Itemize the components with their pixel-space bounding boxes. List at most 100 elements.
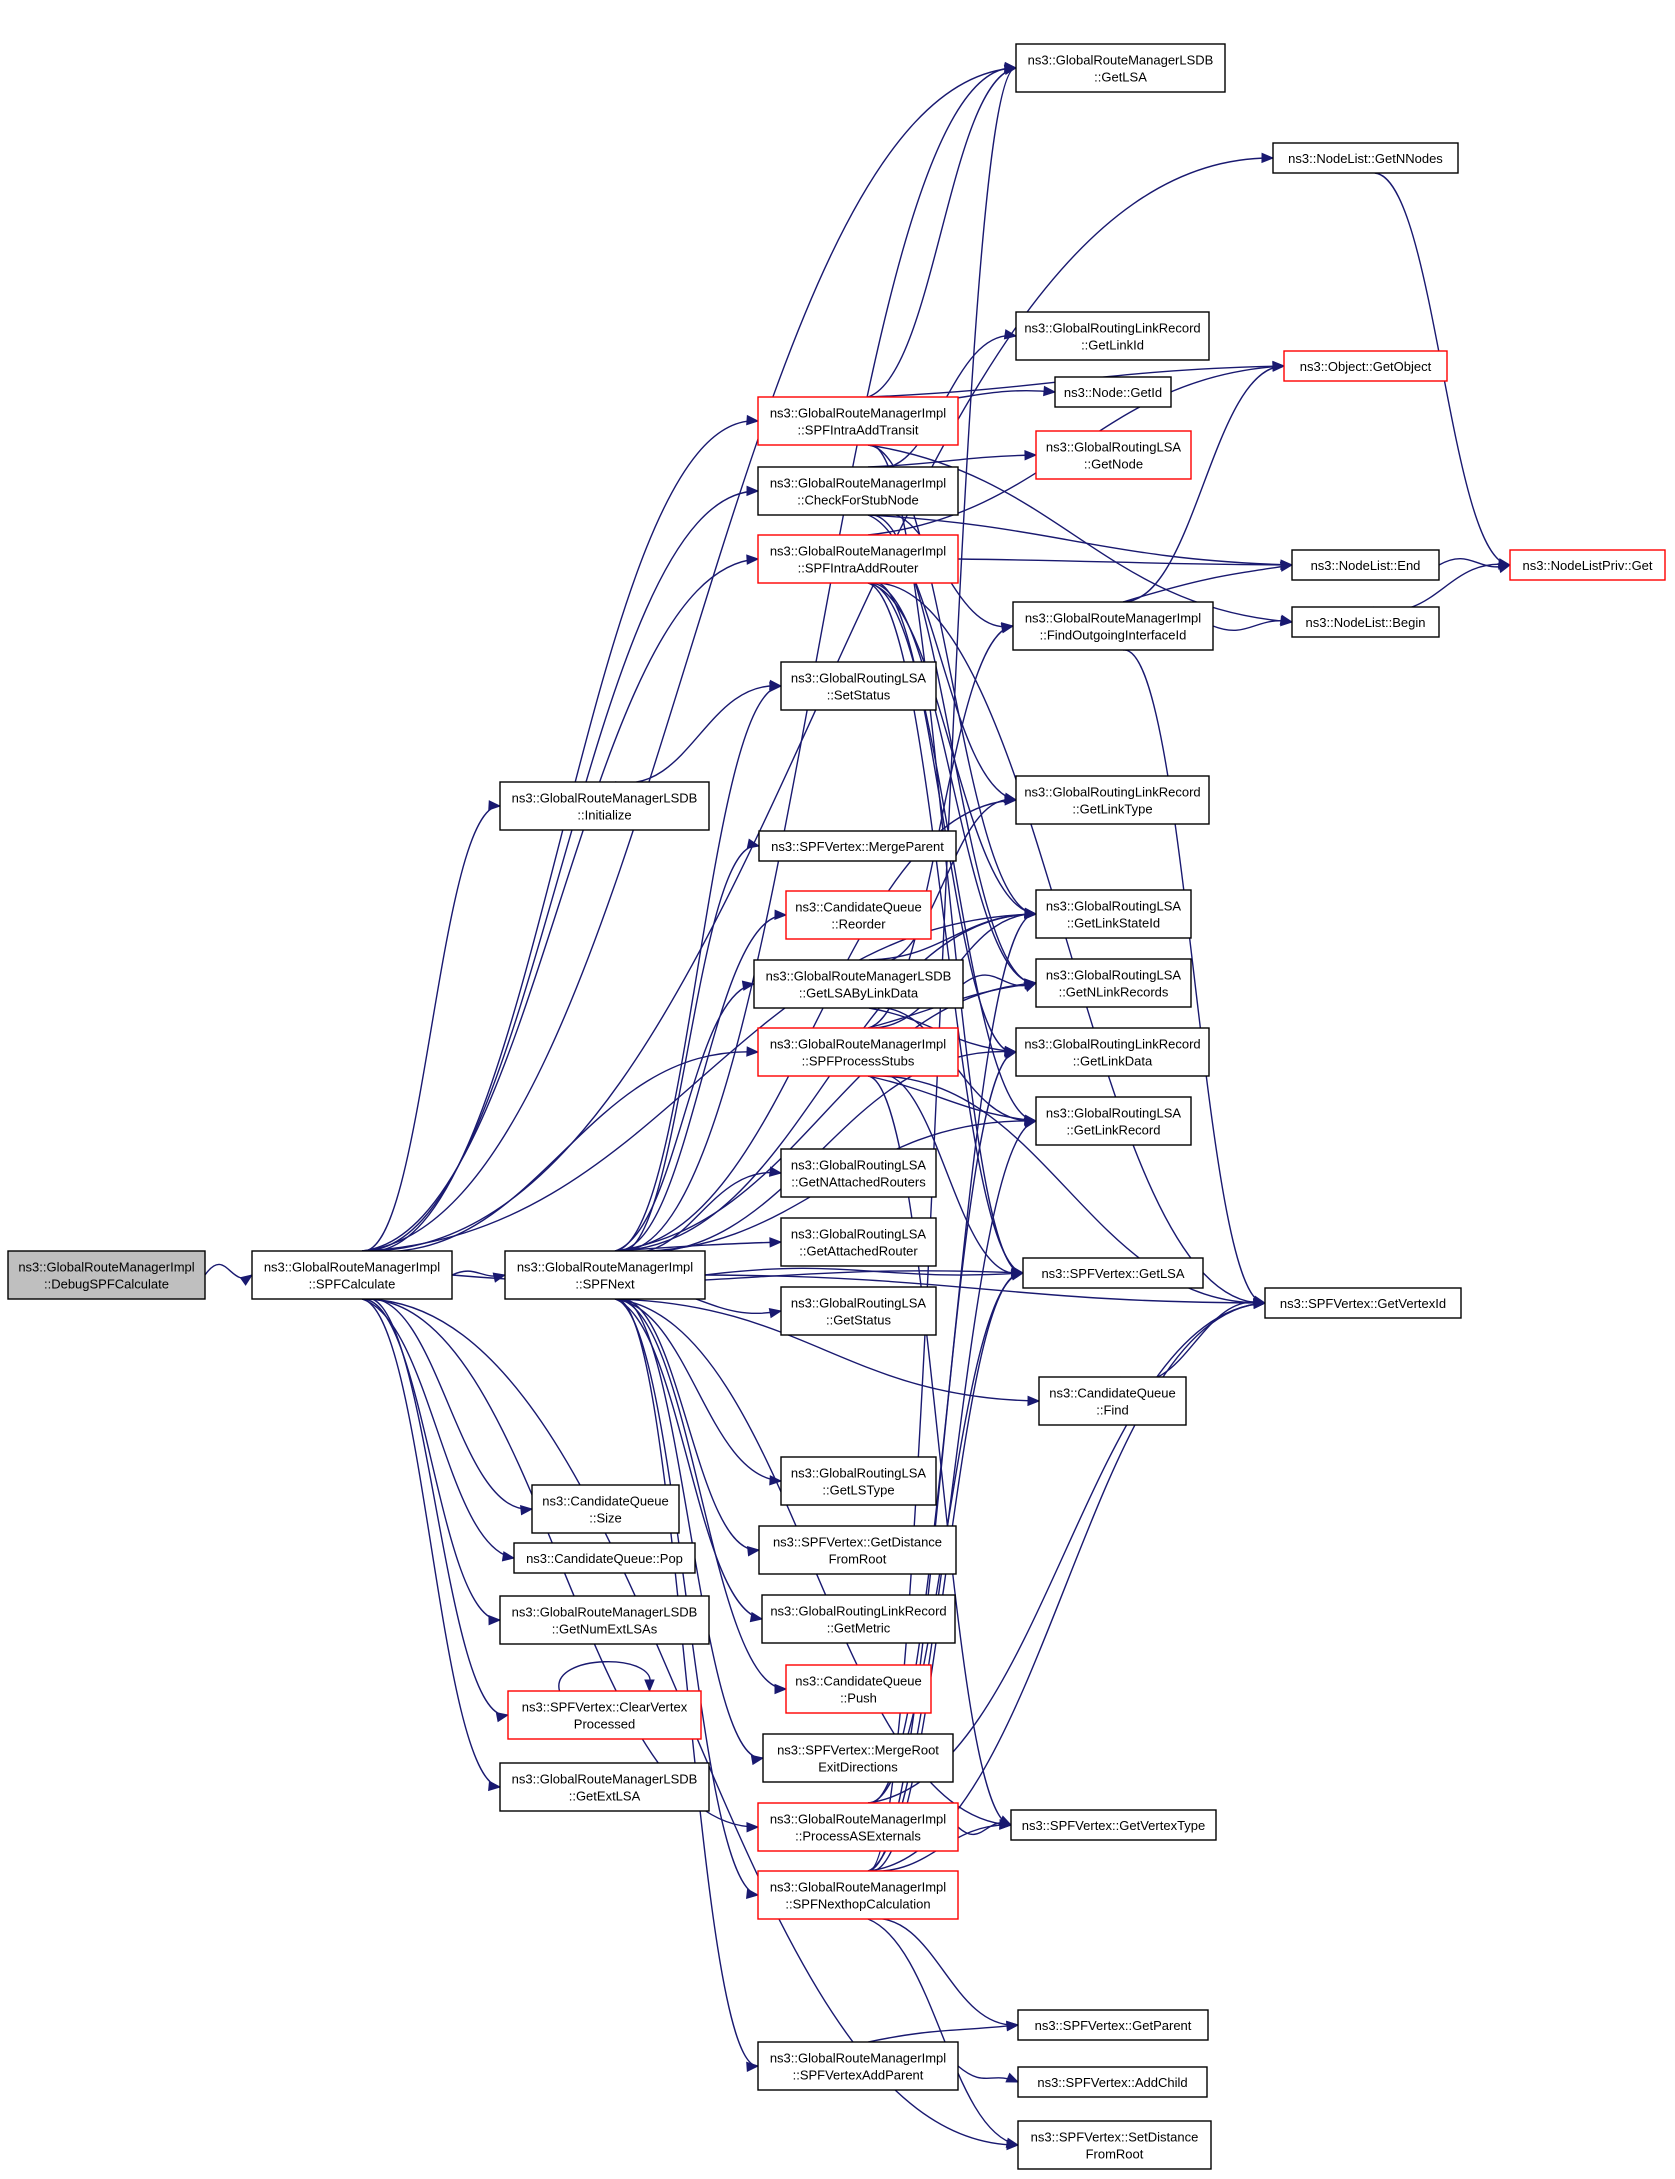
node-box [1012, 601, 1214, 651]
node-processstubs[interactable]: ns3::GlobalRouteManagerImpl::SPFProcessS… [757, 1027, 959, 1077]
edge-line [361, 1298, 501, 1788]
node-box [499, 1595, 710, 1645]
edge-line [361, 558, 759, 1252]
edge-spfnext-to-vertexaddparent [614, 1298, 760, 2073]
node-label: ns3::GlobalRouteManagerImpl [770, 544, 946, 559]
node-nodelist-end[interactable]: ns3::NodeList::End [1291, 549, 1440, 581]
node-linkrec-getlinkdata[interactable]: ns3::GlobalRoutingLinkRecord::GetLinkDat… [1015, 1027, 1210, 1077]
edge-arrowhead [1005, 2137, 1020, 2148]
node-label: ns3::SPFVertex::AddChild [1037, 2075, 1187, 2090]
node-intra-transit[interactable]: ns3::GlobalRouteManagerImpl::SPFIntraAdd… [757, 396, 959, 446]
node-lsdb-getext[interactable]: ns3::GlobalRouteManagerLSDB::GetExtLSA [499, 1762, 710, 1812]
edge-arrowhead [746, 838, 761, 849]
node-box [1010, 1809, 1217, 1841]
node-getmetric[interactable]: ns3::GlobalRoutingLinkRecord::GetMetric [761, 1594, 956, 1644]
edge-line [868, 798, 1017, 963]
edge-arrowhead [999, 1819, 1013, 1830]
node-cq-push[interactable]: ns3::CandidateQueue::Push [785, 1664, 932, 1714]
node-lsa-getlinkstateid[interactable]: ns3::GlobalRoutingLSA::GetLinkStateId [1035, 889, 1192, 939]
node-getvertexid[interactable]: ns3::SPFVertex::GetVertexId [1264, 1287, 1462, 1319]
edge-line [361, 1298, 501, 1621]
edge-arrowhead [768, 1307, 783, 1319]
edge-line [614, 685, 782, 784]
node-vertex-getlsa[interactable]: ns3::SPFVertex::GetLSA [1022, 1257, 1204, 1289]
node-lsa-getnode[interactable]: ns3::GlobalRoutingLSA::GetNode [1035, 430, 1192, 480]
node-box [1017, 2120, 1212, 2170]
node-lsa-getlinkrecord[interactable]: ns3::GlobalRoutingLSA::GetLinkRecord [1035, 1096, 1192, 1146]
node-spfnext[interactable]: ns3::GlobalRouteManagerImpl::SPFNext [504, 1250, 706, 1300]
node-object-getobject[interactable]: ns3::Object::GetObject [1283, 350, 1448, 382]
node-box [1509, 549, 1666, 581]
node-lsdb-getnumext[interactable]: ns3::GlobalRouteManagerLSDB::GetNumExtLS… [499, 1595, 710, 1645]
node-box [780, 1148, 937, 1198]
edge-arrowhead [1043, 385, 1057, 397]
node-box [499, 1762, 710, 1812]
edge-arrowhead [746, 485, 760, 497]
node-cq-pop[interactable]: ns3::CandidateQueue::Pop [513, 1542, 696, 1574]
edge-vertexaddparent-to-addchild [957, 2065, 1020, 2083]
node-linkrec-getlinktype[interactable]: ns3::GlobalRoutingLinkRecord::GetLinkTyp… [1015, 775, 1210, 825]
edge-line [614, 1297, 764, 1759]
edge-arrowhead [495, 1711, 510, 1723]
edge-line [1212, 620, 1293, 631]
node-getattached[interactable]: ns3::GlobalRoutingLSA::GetAttachedRouter [780, 1217, 937, 1267]
node-box [1035, 958, 1192, 1008]
edge-spfnext-to-cq-reorder [614, 909, 788, 1252]
node-spfcalc[interactable]: ns3::GlobalRouteManagerImpl::SPFCalculat… [251, 1250, 453, 1300]
node-nodelist-begin[interactable]: ns3::NodeList::Begin [1291, 606, 1440, 638]
node-node-getid[interactable]: ns3::Node::GetId [1054, 376, 1172, 408]
node-box [1038, 1376, 1187, 1426]
node-debug[interactable]: ns3::GlobalRouteManagerImpl::DebugSPFCal… [7, 1250, 206, 1300]
edge-line [957, 558, 1293, 566]
edge-arrowhead [750, 1754, 765, 1766]
node-label: ns3::SPFVertex::GetVertexType [1022, 1818, 1206, 1833]
edge-line [614, 1241, 782, 1252]
node-nexthopcalc[interactable]: ns3::GlobalRouteManagerImpl::SPFNexthopC… [757, 1870, 959, 1920]
edge-line [361, 1297, 509, 1716]
node-lsdb-getbylink[interactable]: ns3::GlobalRouteManagerLSDB::GetLSAByLin… [753, 959, 964, 1009]
node-box [758, 830, 957, 862]
node-box [758, 1525, 957, 1575]
node-lsdb-init[interactable]: ns3::GlobalRouteManagerLSDB::Initialize [499, 781, 710, 831]
node-label: ns3::GlobalRouteManagerImpl [770, 1880, 946, 1895]
node-nodelist-getnnodes[interactable]: ns3::NodeList::GetNNodes [1272, 142, 1459, 174]
node-checkstub[interactable]: ns3::GlobalRouteManagerImpl::CheckForStu… [757, 466, 959, 516]
node-lsdb-getlsa[interactable]: ns3::GlobalRouteManagerLSDB::GetLSA [1015, 43, 1226, 93]
node-label: ns3::SPFVertex::GetDistance [773, 1535, 942, 1550]
node-label: ns3::SPFVertex::ClearVertex [522, 1700, 688, 1715]
node-intra-router[interactable]: ns3::GlobalRouteManagerImpl::SPFIntraAdd… [757, 534, 959, 584]
node-lsa-getnlinkrecords[interactable]: ns3::GlobalRoutingLSA::GetNLinkRecords [1035, 958, 1192, 1008]
node-box [1015, 775, 1210, 825]
node-getnattached[interactable]: ns3::GlobalRoutingLSA::GetNAttachedRoute… [780, 1148, 937, 1198]
node-linkrec-getlinkid[interactable]: ns3::GlobalRoutingLinkRecord::GetLinkId [1015, 311, 1210, 361]
edge-line [1119, 1301, 1266, 1382]
node-getstatus[interactable]: ns3::GlobalRoutingLSA::GetStatus [780, 1286, 937, 1336]
node-mergeparent[interactable]: ns3::SPFVertex::MergeParent [758, 830, 957, 862]
node-getlstype[interactable]: ns3::GlobalRoutingLSA::GetLSType [780, 1456, 937, 1506]
node-box [757, 396, 959, 446]
node-box [1035, 1096, 1192, 1146]
edge-spfnext-to-mergeroot [614, 1297, 765, 1766]
node-cq-reorder[interactable]: ns3::CandidateQueue::Reorder [785, 890, 932, 940]
node-box [1015, 1027, 1210, 1077]
node-addchild[interactable]: ns3::SPFVertex::AddChild [1017, 2066, 1208, 2098]
node-label: ::GetLinkRecord [1067, 1123, 1161, 1138]
edge-line [867, 581, 1017, 1053]
node-label: ns3::GlobalRouteManagerLSDB [766, 969, 952, 984]
edge-line [361, 420, 759, 1252]
node-processasext[interactable]: ns3::GlobalRouteManagerImpl::ProcessASEx… [757, 1802, 959, 1852]
edge-line [614, 1298, 1040, 1402]
node-cq-size[interactable]: ns3::CandidateQueue::Size [531, 1484, 680, 1534]
node-nodelistpriv-get[interactable]: ns3::NodeListPriv::Get [1509, 549, 1666, 581]
node-lsa-setstatus[interactable]: ns3::GlobalRoutingLSA::SetStatus [780, 661, 937, 711]
node-cq-find[interactable]: ns3::CandidateQueue::Find [1038, 1376, 1187, 1426]
node-label: ns3::GlobalRouteManagerLSDB [512, 1605, 698, 1620]
node-getparent[interactable]: ns3::SPFVertex::GetParent [1017, 2009, 1209, 2041]
node-vertexaddparent[interactable]: ns3::GlobalRouteManagerImpl::SPFVertexAd… [757, 2041, 959, 2091]
node-getvertextype[interactable]: ns3::SPFVertex::GetVertexType [1010, 1809, 1217, 1841]
node-findoutgoing[interactable]: ns3::GlobalRouteManagerImpl::FindOutgoin… [1012, 601, 1214, 651]
